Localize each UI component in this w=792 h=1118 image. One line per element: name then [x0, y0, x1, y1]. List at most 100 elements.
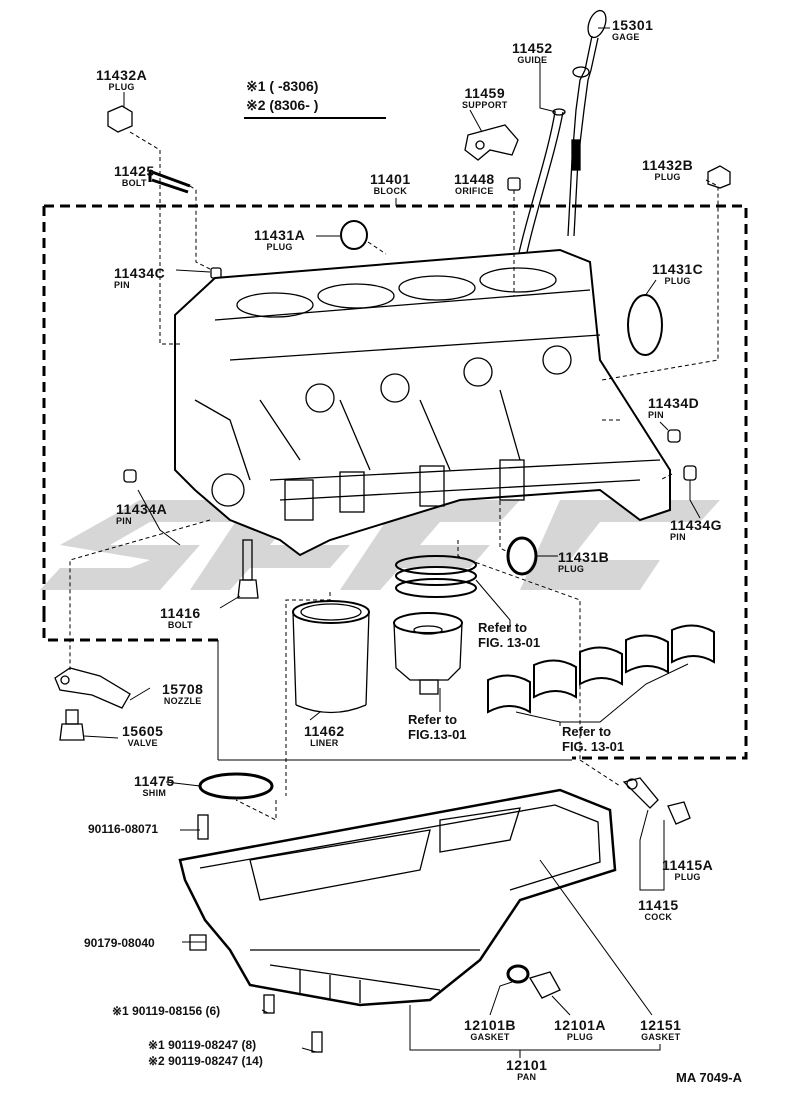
- piston: [393, 612, 463, 695]
- part-label-11434c: 11434C PIN: [114, 266, 165, 290]
- part-number: 12101A: [554, 1017, 607, 1033]
- part-label-11425: 11425 BOLT: [114, 164, 155, 188]
- fastener-code-90119-08247-8: ※1 90119-08247 (8): [148, 1038, 257, 1052]
- part-name: PLUG: [674, 872, 701, 882]
- part-name: PIN: [114, 280, 130, 290]
- gage-dipstick: [567, 9, 607, 237]
- part-name: PLUG: [664, 276, 691, 286]
- part-label-15708: 15708 NOZZLE: [162, 682, 203, 706]
- part-label-12101a: 12101A PLUG: [554, 1018, 606, 1042]
- part-name: COCK: [644, 912, 673, 922]
- part-number: 15301: [612, 17, 654, 33]
- part-number: 15605: [122, 723, 164, 739]
- bolt-11416: [237, 539, 259, 599]
- part-name: PAN: [517, 1072, 537, 1082]
- part-label-11459: 11459 SUPPORT: [462, 86, 508, 110]
- fastener-code-90119-08247-14: ※2 90119-08247 (14): [148, 1054, 263, 1068]
- piston-rings: [395, 555, 477, 598]
- part-label-11434a: 11434A PIN: [116, 502, 167, 526]
- plug-11432a: [107, 105, 133, 133]
- part-number: 11431C: [652, 261, 704, 277]
- pin-11434g: [683, 465, 697, 481]
- part-name: PIN: [648, 410, 664, 420]
- part-number: 11434A: [116, 501, 168, 517]
- part-number: 11415: [638, 897, 679, 913]
- part-name: VALVE: [127, 738, 158, 748]
- part-name: GAGE: [612, 32, 640, 42]
- part-number: 12101B: [464, 1017, 517, 1033]
- stud-90116: [197, 814, 209, 840]
- block-group-boundary: [42, 204, 748, 760]
- part-label-11416: 11416 BOLT: [160, 606, 201, 630]
- plug-11431c: [627, 294, 663, 356]
- part-number: 11452: [512, 40, 553, 56]
- part-number: 11475: [134, 773, 175, 789]
- pin-11434c: [210, 267, 222, 279]
- part-number: 11459: [464, 85, 506, 101]
- plug-11431b: [506, 536, 538, 576]
- part-number: 11401: [370, 171, 411, 187]
- part-number: 15708: [162, 681, 204, 697]
- part-number: 11425: [114, 163, 155, 179]
- part-name: PIN: [116, 516, 132, 526]
- bolt-90119-08156: [263, 994, 275, 1014]
- part-name: BOLT: [167, 620, 193, 630]
- fastener-code-90119-08156: ※1 90119-08156 (6): [112, 1004, 221, 1018]
- part-name: GUIDE: [517, 55, 548, 65]
- part-name: PLUG: [558, 564, 585, 574]
- refer-note-bearings: Refer to FIG. 13-01: [562, 724, 625, 754]
- part-label-11401: 11401 BLOCK: [370, 172, 411, 196]
- part-number: 11432A: [96, 67, 148, 83]
- main-bearings: [487, 624, 715, 714]
- part-number: 11434G: [670, 517, 723, 533]
- part-number: 12101: [506, 1057, 548, 1073]
- part-name: PLUG: [108, 82, 135, 92]
- part-label-11434g: 11434G PIN: [670, 518, 722, 542]
- part-label-11432b: 11432B PLUG: [642, 158, 693, 182]
- part-number: 11431A: [254, 227, 306, 243]
- figure-id: MA 7049-A: [676, 1070, 742, 1085]
- part-name: ORIFICE: [455, 186, 494, 196]
- plug-11432b: [707, 165, 731, 189]
- part-name: NOZZLE: [163, 696, 202, 706]
- part-name: PLUG: [654, 172, 681, 182]
- part-name: PLUG: [266, 242, 293, 252]
- part-name: LINER: [310, 738, 339, 748]
- part-label-11448: 11448 ORIFICE: [454, 172, 495, 196]
- pin-11434a: [123, 469, 137, 483]
- part-label-11475: 11475 SHIM: [134, 774, 175, 798]
- fastener-code-90179: 90179-08040: [84, 936, 155, 950]
- bolt-90179: [189, 934, 207, 951]
- part-number: 11434C: [114, 265, 166, 281]
- part-name: GASKET: [470, 1032, 510, 1042]
- part-name: GASKET: [641, 1032, 681, 1042]
- part-label-11452: 11452 GUIDE: [512, 41, 553, 65]
- part-label-12101b: 12101B GASKET: [464, 1018, 516, 1042]
- legend-line-2: ※2 (8306- ): [246, 97, 319, 113]
- drain-gasket: [506, 964, 530, 984]
- part-number: 11416: [160, 605, 201, 621]
- oil-nozzle: [54, 667, 131, 709]
- part-number: 11415A: [662, 857, 714, 873]
- shim-ring: [198, 772, 274, 800]
- part-name: PLUG: [566, 1032, 594, 1042]
- part-number: 11434D: [648, 395, 700, 411]
- bolt-11425: [148, 170, 191, 194]
- part-label-15301: 15301 GAGE: [612, 18, 653, 42]
- part-name: BLOCK: [373, 186, 408, 196]
- part-number: 11462: [304, 723, 345, 739]
- bolt-90119-08247: [311, 1031, 323, 1053]
- refer-note-piston-rings: Refer to FIG. 13-01: [478, 620, 541, 650]
- part-label-11434d: 11434D PIN: [648, 396, 699, 420]
- part-name: BOLT: [121, 178, 147, 188]
- part-label-11432a: 11432A PLUG: [96, 68, 147, 92]
- part-label-11431a: 11431A PLUG: [254, 228, 305, 252]
- part-number: 11432B: [642, 157, 694, 173]
- legend-line-1: ※1 ( -8306): [246, 78, 319, 94]
- part-label-11415a: 11415A PLUG: [662, 858, 713, 882]
- part-label-12101: 12101 PAN: [506, 1058, 547, 1082]
- orifice-11448: [507, 177, 521, 191]
- cylinder-liner: [292, 600, 370, 714]
